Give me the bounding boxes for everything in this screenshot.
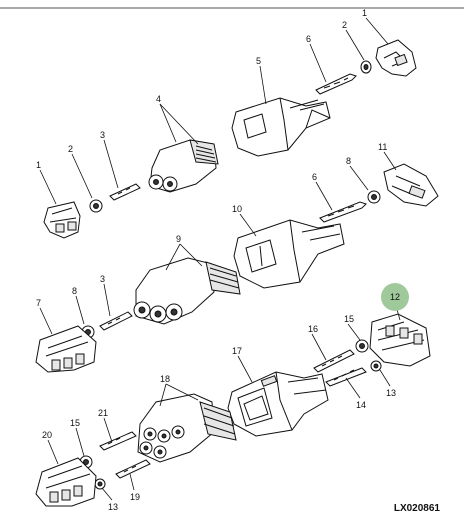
part-seal-13-right [370, 360, 382, 372]
callout-label: 15 [70, 418, 81, 428]
part-housing-17 [227, 371, 329, 437]
callout-label: 14 [356, 400, 367, 410]
part-cover-20 [35, 457, 97, 507]
callout-label: 6 [312, 172, 318, 182]
part-seal-13-left [94, 478, 106, 490]
highlight-badge-label: 12 [389, 292, 400, 302]
callout-label: 6 [306, 34, 312, 44]
part-seal-8-mid [367, 190, 381, 204]
part-cover-7 [35, 325, 97, 373]
part-cover-1-top [375, 39, 417, 77]
callout-label: 20 [42, 430, 53, 440]
part-connector-4 [148, 139, 219, 193]
callout-label: 3 [100, 130, 106, 140]
part-seal-15-right [355, 339, 369, 353]
part-terminal-19 [115, 459, 151, 479]
part-connector-9 [133, 257, 241, 325]
callout-label: 10 [232, 204, 243, 214]
leader-lines [39, 17, 401, 501]
callout-label: 13 [108, 502, 119, 512]
callout-label: 16 [308, 324, 319, 334]
callout-label: 5 [256, 56, 262, 66]
callout-label: 1 [36, 160, 42, 170]
part-housing-10 [233, 219, 345, 289]
callout-label: 7 [36, 298, 42, 308]
figure-reference-code: LX020861 [393, 503, 440, 514]
callout-label: 18 [160, 374, 171, 384]
part-connector-18 [137, 393, 237, 463]
part-terminal-14 [325, 367, 367, 387]
callout-label: 1 [362, 8, 368, 18]
highlight-badge-12: 12 [381, 283, 409, 311]
part-terminal-3-upper [109, 183, 141, 201]
part-seal-2-left [89, 199, 103, 213]
part-terminal-6-mid [319, 201, 367, 223]
callout-label: 3 [100, 274, 106, 284]
part-seal-2-top [360, 60, 372, 74]
part-terminal-3-lower [99, 311, 133, 331]
callout-label: 8 [346, 156, 352, 166]
part-terminal-6-top [315, 73, 357, 95]
callout-label: 13 [386, 388, 397, 398]
part-cover-12 [369, 313, 431, 367]
part-cover-1-left [43, 201, 81, 239]
callout-label: 11 [378, 142, 388, 152]
callout-label: 2 [342, 20, 348, 30]
callout-label: 17 [232, 346, 243, 356]
callout-label: 21 [98, 408, 109, 418]
callout-label: 15 [344, 314, 355, 324]
part-terminal-21 [99, 431, 137, 451]
callout-label: 4 [156, 94, 162, 104]
callout-label: 2 [68, 144, 74, 154]
part-terminal-16 [313, 349, 355, 373]
callout-label: 19 [130, 492, 141, 502]
part-cover-11 [383, 163, 439, 207]
callout-label: 9 [176, 234, 182, 244]
part-housing-5 [231, 97, 331, 157]
callout-label: 8 [72, 286, 78, 296]
